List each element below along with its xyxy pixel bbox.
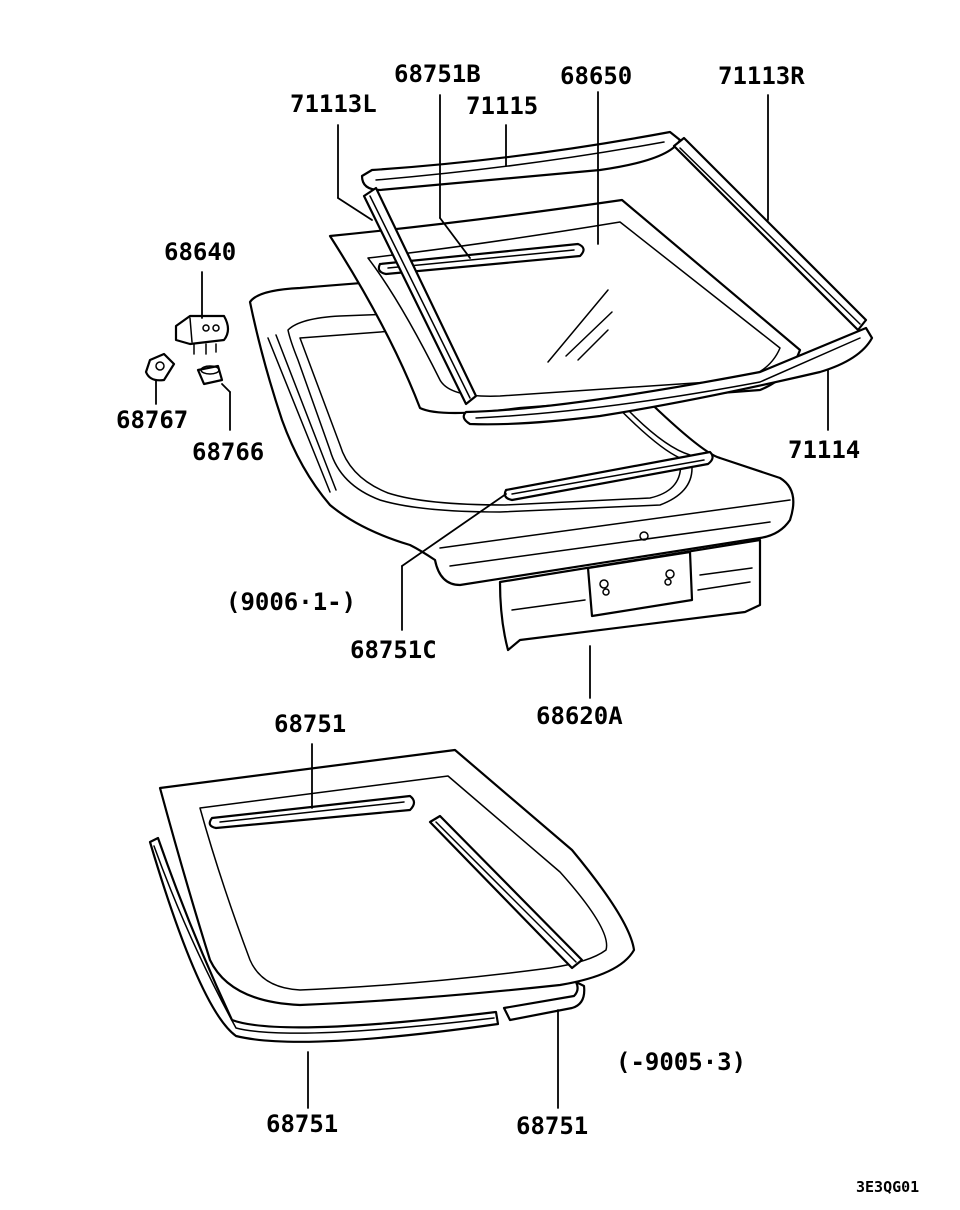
molding-68751-right [428,814,584,970]
molding-71115 [360,130,682,192]
drawing-code: 3E3QG01 [856,1178,919,1196]
label-68751C: 68751C [350,636,437,664]
old-weatherstrip-set [158,748,636,1007]
label-71114: 71114 [788,436,860,464]
label-date-new: (9006·1-) [226,588,356,616]
leader-lines [155,91,829,1109]
label-68640: 68640 [164,238,236,266]
label-date-old: (-9005·3) [616,1048,746,1076]
molding-71113R [672,136,868,332]
label-68620A: 68620A [536,702,623,730]
grommet-68766 [196,364,224,386]
label-71115: 71115 [466,92,538,120]
label-68751B: 68751B [394,60,481,88]
trunk-lid-68620A [248,270,795,652]
molding-68751-corner [502,980,586,1022]
label-71113R: 71113R [718,62,805,90]
label-68751-top: 68751 [274,710,346,738]
label-68751-bottom-right: 68751 [516,1112,588,1140]
molding-68751-top [208,794,416,830]
hinge-68640 [174,314,230,355]
molding-71113L [362,186,478,406]
label-68766: 68766 [192,438,264,466]
molding-68751B [377,242,585,276]
label-71113L: 71113L [290,90,377,118]
molding-71114 [462,326,874,426]
clip-68767 [144,352,176,382]
molding-68751-left [148,836,500,1043]
label-68767: 68767 [116,406,188,434]
label-68751-bottom-left: 68751 [266,1110,338,1138]
label-68650: 68650 [560,62,632,90]
